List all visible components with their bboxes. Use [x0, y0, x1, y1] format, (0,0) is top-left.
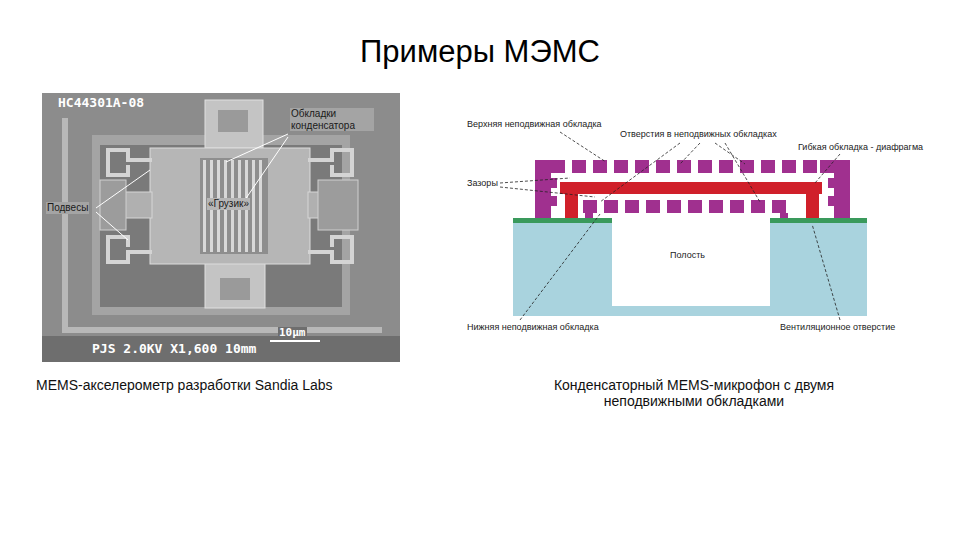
microphone-drawing: [500, 132, 867, 320]
part-label: Зазоры: [467, 178, 498, 188]
part-label: «Грузик»: [207, 198, 250, 210]
scale-label: 10μm: [278, 327, 307, 340]
image-id: HC44301A-08: [58, 96, 144, 111]
part-label: Вентиляционное отверстие: [780, 322, 940, 332]
part-label: Обкладки конденсатора: [290, 108, 374, 131]
part-label: Верхняя неподвижная обкладка: [467, 119, 627, 129]
caption: MEMS-акселерометр разработки Sandia Labs: [36, 377, 436, 393]
caption: Конденсаторный MEMS-микрофон с двумя неп…: [508, 377, 880, 409]
part-label: Нижняя неподвижная обкладка: [467, 322, 627, 332]
part-label: Гибкая обкладка - диафрагма: [798, 142, 948, 152]
sem-image: [42, 93, 400, 362]
part-label: Полость: [670, 250, 705, 260]
part-label: Отверстия в неподвижных обкладках: [620, 129, 800, 139]
slide-title: Примеры МЭМС: [180, 34, 780, 70]
sem-info: PJS 2.0KV X1,600 10mm: [92, 342, 256, 357]
part-label: Подвесы: [46, 202, 89, 214]
